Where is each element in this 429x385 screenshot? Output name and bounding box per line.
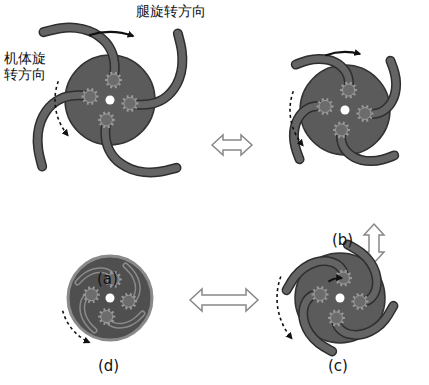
gear — [356, 105, 373, 121]
robot-state — [277, 245, 393, 352]
gear — [121, 95, 138, 111]
gear-hub — [343, 84, 355, 96]
gear-hub — [84, 90, 96, 102]
gear-hub — [108, 74, 120, 86]
gear — [83, 287, 100, 303]
leg-outline — [296, 59, 349, 90]
gear-hub — [319, 100, 331, 112]
leg-outline — [287, 261, 344, 290]
gear-hub — [354, 296, 366, 308]
leg — [336, 306, 393, 335]
leg-outline — [336, 306, 393, 335]
gear — [98, 112, 115, 128]
robot-state — [63, 256, 152, 342]
leg — [38, 95, 90, 166]
gear-hub — [330, 312, 342, 324]
gear-hub — [85, 289, 97, 301]
body-rotation-arrow — [63, 311, 90, 343]
gear-hub — [124, 98, 136, 110]
gear — [312, 286, 329, 302]
leg — [341, 130, 394, 161]
gear-hub — [101, 311, 113, 323]
robot-state — [290, 52, 396, 161]
body-rotation-arrow — [277, 276, 292, 338]
center-hole — [106, 96, 115, 105]
leg-outline — [294, 106, 325, 159]
gear — [105, 72, 122, 88]
leg-outline — [130, 33, 182, 104]
leg-outline — [38, 95, 90, 166]
center-hole — [336, 294, 345, 303]
panel-label: (b) — [332, 232, 353, 249]
direction-label: 机体旋 转方向 — [4, 50, 50, 82]
gear-hub — [100, 114, 112, 126]
leg — [303, 294, 332, 351]
gear — [98, 309, 115, 325]
body-rotation-arrow — [290, 91, 303, 145]
leg — [105, 120, 176, 172]
leg-outline — [105, 120, 176, 172]
body-rotation-arrow — [55, 81, 68, 135]
center-hole — [341, 106, 350, 115]
direction-label: 腿旋转方向 — [136, 3, 206, 19]
gear — [82, 88, 99, 104]
leg-outline — [348, 245, 377, 302]
gear — [333, 122, 350, 138]
gear — [340, 82, 357, 98]
gear — [351, 293, 368, 309]
gear-hub — [359, 108, 371, 120]
double-arrow — [190, 289, 258, 311]
leg — [287, 261, 344, 290]
center-hole — [106, 294, 115, 303]
leg-outline — [341, 130, 394, 161]
leg — [296, 59, 349, 90]
panel-label: (a) — [97, 271, 118, 288]
leg-rotation-arrow — [329, 278, 342, 282]
leg-rotation-arrow — [89, 32, 133, 36]
gear — [120, 293, 137, 309]
leg — [348, 245, 377, 302]
robot-state — [38, 28, 183, 173]
leg-rotation-arrow — [325, 52, 360, 55]
leg — [365, 61, 396, 114]
gear — [328, 310, 345, 326]
leg-outline — [365, 61, 396, 114]
gear-hub — [123, 295, 135, 307]
leg-outline — [43, 28, 114, 80]
leg — [130, 33, 182, 104]
double-arrow — [212, 135, 252, 155]
panel-label: (c) — [328, 358, 348, 375]
robot-body-disk — [68, 256, 152, 340]
gear-hub — [335, 124, 347, 136]
robot-group — [38, 28, 397, 352]
gear — [317, 98, 334, 114]
panel-label: (d) — [98, 358, 119, 375]
leg-outline — [303, 294, 332, 351]
leg — [43, 28, 114, 80]
leg — [294, 106, 325, 159]
gear-hub — [314, 288, 326, 300]
